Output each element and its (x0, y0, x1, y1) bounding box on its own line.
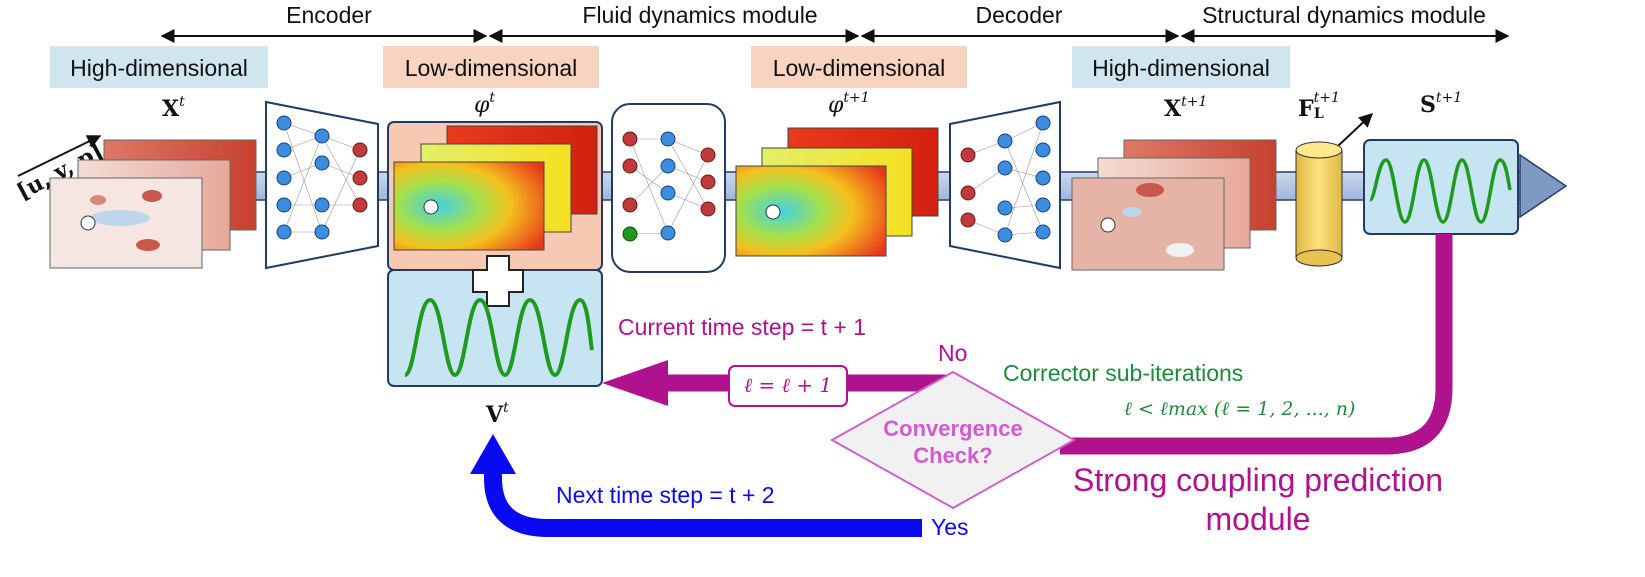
velocity-signal-t (403, 297, 594, 378)
convergence-check-diamond (829, 370, 1077, 510)
decoder-network (949, 100, 1061, 270)
stage-structural: Structural dynamics module (1202, 2, 1486, 28)
ell-update-box (728, 365, 848, 407)
encoder-network (265, 100, 379, 270)
yes-label: Yes (931, 514, 969, 540)
yes-branch-path (484, 470, 922, 537)
structural-signal-wave (1368, 158, 1512, 224)
V-t-symbol: Vt (485, 400, 509, 428)
next-time-step-label: Next time step = t + 2 (556, 482, 775, 508)
output-field-stack (1071, 139, 1277, 271)
corrector-loop-path (1060, 234, 1453, 455)
fluid-dynamics-network (611, 103, 726, 273)
force-arrow (1337, 113, 1374, 147)
phi-t1-symbol: φt+1 (828, 90, 870, 118)
corrector-condition: ℓ < ℓmax (ℓ = 1, 2, ..., n) (1124, 398, 1355, 420)
convergence-line-1: Convergence (883, 416, 1022, 441)
S-t1-symbol: St+1 (1420, 90, 1462, 118)
current-time-step-label: Current time step = t + 1 (618, 314, 866, 340)
module-title-line-1: Strong coupling prediction (1073, 462, 1443, 498)
latent-field-stack-t1 (735, 127, 939, 257)
no-branch-arrowhead (602, 360, 668, 406)
low-dim-label-2: Low-dimensional (773, 55, 946, 81)
high-dim-box-2 (1072, 46, 1290, 88)
stage-encoder: Encoder (286, 2, 372, 28)
high-dim-label-2: High-dimensional (1092, 55, 1270, 81)
convergence-line-2: Check? (913, 443, 992, 468)
stage-decoder: Decoder (976, 2, 1063, 28)
cylinder-structure (1295, 141, 1343, 267)
stage-fluid: Fluid dynamics module (582, 2, 817, 28)
no-label: No (938, 340, 967, 366)
latent-field-stack-t (393, 125, 598, 251)
uvp-arrow (17, 135, 102, 177)
X-t1-symbol: Xt+1 (1164, 94, 1207, 122)
yes-branch-arrowhead (470, 434, 516, 474)
corrector-label: Corrector sub-iterations (1003, 360, 1243, 386)
plus-icon (472, 255, 524, 307)
high-dim-box-1 (50, 46, 268, 88)
input-field-stack (49, 139, 257, 269)
ell-update-label: ℓ = ℓ + 1 (744, 373, 832, 397)
low-dim-box-2 (751, 46, 967, 88)
X-t-symbol: Xt (162, 94, 185, 122)
low-dim-label-1: Low-dimensional (405, 55, 578, 81)
low-dim-box-1 (383, 46, 599, 88)
high-dim-label-1: High-dimensional (70, 55, 248, 81)
module-title-line-2: module (1206, 501, 1311, 537)
phi-t-symbol: φt (474, 90, 495, 118)
